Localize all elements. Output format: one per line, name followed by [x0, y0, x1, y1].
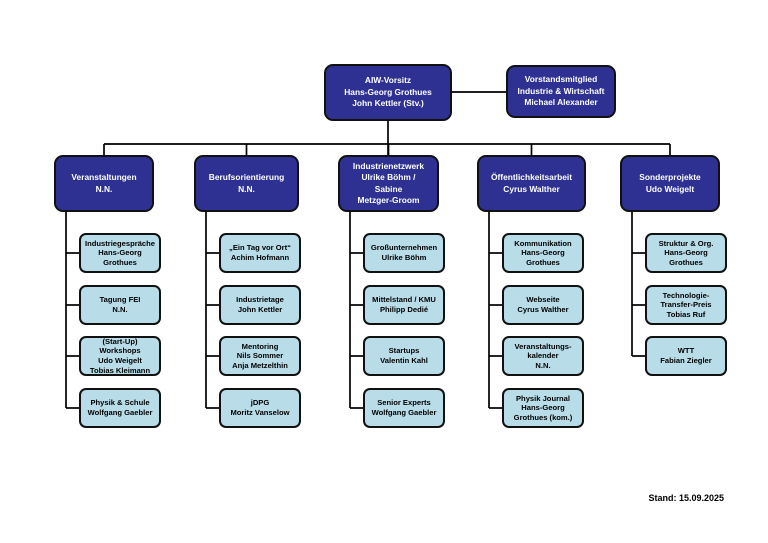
org-node-veranstaltungs: Veranstaltungs- kalender N.N.: [502, 336, 584, 376]
org-node-label: Berufsorientierung N.N.: [208, 172, 285, 194]
org-node-wtt: WTT Fabian Ziegler: [645, 336, 727, 376]
org-node-berufsorientierung: Berufsorientierung N.N.: [194, 155, 299, 212]
org-node-label: Technologie- Transfer-Preis Tobias Ruf: [660, 290, 712, 319]
org-node-industrietage: Industrietage John Kettler: [219, 285, 301, 325]
org-node-physik-journal: Physik Journal Hans-Georg Grothues (kom.…: [502, 388, 584, 428]
org-node-label: Vorstandsmitglied Industrie & Wirtschaft…: [517, 74, 605, 108]
org-node-mittelstand-kmu: Mittelstand / KMU Philipp Dedié: [363, 285, 445, 325]
org-node-kommunikation: Kommunikation Hans-Georg Grothues: [502, 233, 584, 273]
org-node-label: Mittelstand / KMU Philipp Dedié: [372, 295, 436, 314]
org-node-technologie: Technologie- Transfer-Preis Tobias Ruf: [645, 285, 727, 325]
org-node-label: Struktur & Org. Hans-Georg Grothues: [658, 238, 714, 267]
org-node-label: Sonderprojekte Udo Weigelt: [639, 172, 701, 194]
org-node-aiw-vorsitz: AIW-Vorsitz Hans-Georg Grothues John Ket…: [324, 64, 452, 121]
org-node-label: Physik Journal Hans-Georg Grothues (kom.…: [513, 393, 573, 422]
org-node-veranstaltungen: Veranstaltungen N.N.: [54, 155, 154, 212]
org-node-label: Großunternehmen Ulrike Böhm: [370, 243, 438, 262]
org-node-sonderprojekte: Sonderprojekte Udo Weigelt: [620, 155, 720, 212]
org-node-label: Veranstaltungen N.N.: [71, 172, 137, 194]
org-node-startups: Startups Valentin Kahl: [363, 336, 445, 376]
org-node-label: Kommunikation Hans-Georg Grothues: [514, 238, 572, 267]
org-node-label: Startups Valentin Kahl: [380, 346, 428, 365]
org-node-webseite: Webseite Cyrus Walther: [502, 285, 584, 325]
org-node-label: Industrietage John Kettler: [236, 295, 284, 314]
org-node-ein-tag-vor-ort: „Ein Tag vor Ort“ Achim Hofmann: [219, 233, 301, 273]
org-node-struktur-org: Struktur & Org. Hans-Georg Grothues: [645, 233, 727, 273]
org-node-label: Tagung FEI N.N.: [99, 295, 141, 314]
org-node-label: Senior Experts Wolfgang Gaebler: [371, 398, 437, 417]
org-node-label: Physik & Schule Wolfgang Gaebler: [87, 398, 153, 417]
org-node-label: Webseite Cyrus Walther: [517, 295, 569, 314]
org-node-industrienetzwerk: Industrienetzwerk Ulrike Böhm / Sabine M…: [338, 155, 439, 212]
org-node-label: „Ein Tag vor Ort“ Achim Hofmann: [229, 243, 291, 262]
org-node-label: Öffentlichkeitsarbeit Cyrus Walther: [491, 172, 572, 194]
org-node-label: Mentoring Nils Sommer Anja Metzelthin: [232, 341, 288, 370]
org-node-industriegespraeche: Industriegespräche Hans-Georg Grothues: [79, 233, 161, 273]
org-node-jdpg: jDPG Moritz Vanselow: [219, 388, 301, 428]
org-node-tagung-fei: Tagung FEI N.N.: [79, 285, 161, 325]
org-node-vorstandsmitglied: Vorstandsmitglied Industrie & Wirtschaft…: [506, 65, 616, 118]
org-node-label: Industriegespräche Hans-Georg Grothues: [84, 238, 156, 267]
org-node-oeffentlichkeitsarbeit: Öffentlichkeitsarbeit Cyrus Walther: [477, 155, 586, 212]
org-node-senior-experts: Senior Experts Wolfgang Gaebler: [363, 388, 445, 428]
org-node-physik-schule: Physik & Schule Wolfgang Gaebler: [79, 388, 161, 428]
org-node-start-up: (Start-Up) Workshops Udo Weigelt Tobias …: [79, 336, 161, 376]
org-node-label: Veranstaltungs- kalender N.N.: [514, 341, 572, 370]
date-stamp: Stand: 15.09.2025: [648, 493, 724, 503]
org-node-grossunternehmen: Großunternehmen Ulrike Böhm: [363, 233, 445, 273]
org-node-label: jDPG Moritz Vanselow: [230, 398, 290, 417]
org-node-label: Industrienetzwerk Ulrike Böhm / Sabine M…: [352, 160, 425, 205]
org-node-label: WTT Fabian Ziegler: [660, 346, 712, 365]
org-node-label: AIW-Vorsitz Hans-Georg Grothues John Ket…: [344, 75, 432, 109]
org-node-mentoring: Mentoring Nils Sommer Anja Metzelthin: [219, 336, 301, 376]
org-node-label: (Start-Up) Workshops Udo Weigelt Tobias …: [89, 336, 151, 375]
